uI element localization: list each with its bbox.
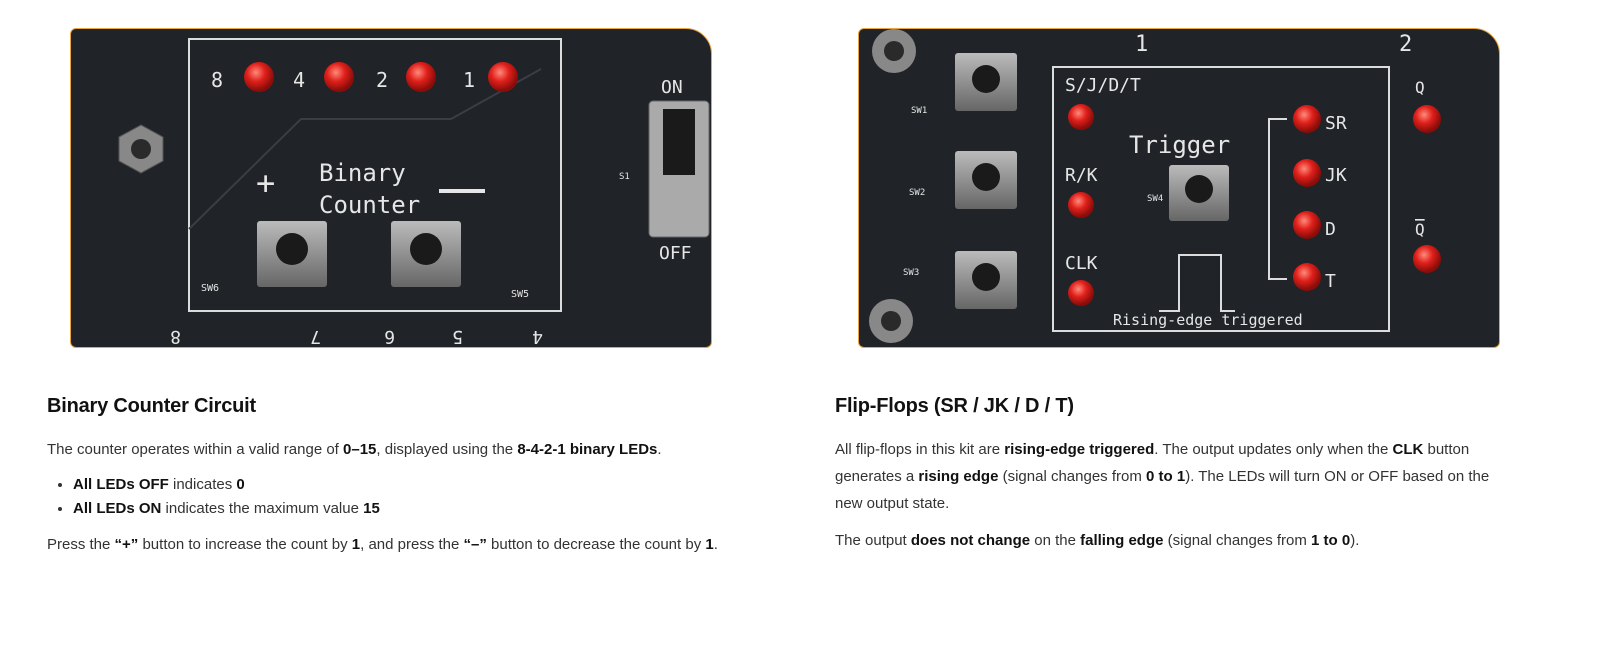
text: indicates (168, 476, 237, 493)
text: ). The LEDs will turn ON or OFF based on… (835, 468, 1490, 512)
led-label-4: 4 (293, 68, 305, 92)
binary-counter-board-photo: 8 4 2 1 + Binary Counter SW6 SW5 ON S1 O… (70, 28, 712, 348)
edge-number: 6 (384, 326, 395, 347)
text: button to increase the count by (138, 536, 352, 553)
range-value: 0–15 (343, 441, 377, 458)
list-item: All LEDs OFF indicates 0 (73, 473, 747, 497)
text: Press the (47, 536, 115, 553)
text: button to decrease the count by (486, 536, 706, 553)
led-label-1: 1 (463, 68, 475, 92)
output-label-d: D (1325, 219, 1336, 240)
button-usage-text: Press the “+” button to increase the cou… (47, 531, 727, 558)
list-item: All LEDs ON indicates the maximum value … (73, 497, 747, 521)
led-state-list: All LEDs OFF indicates 0 All LEDs ON ind… (47, 473, 747, 521)
switch-id-label: S1 (619, 172, 630, 182)
text: . The output updates only when the (1154, 441, 1393, 458)
q-bar-label: Q (1415, 220, 1425, 239)
switch-on-label: ON (661, 77, 683, 98)
input-label-sjdt: S/J/D/T (1065, 75, 1141, 96)
text: , displayed using the (376, 441, 518, 458)
text: The counter operates within a valid rang… (47, 441, 344, 458)
sw5-label: SW5 (511, 289, 529, 300)
sw4-label: SW4 (1147, 194, 1163, 204)
board-title-line1: Binary (319, 159, 406, 187)
input-label-rk: R/K (1065, 165, 1098, 186)
binary-counter-intro: The counter operates within a valid rang… (47, 436, 747, 463)
plus-button (257, 221, 327, 287)
edge-number: 4 (532, 326, 543, 347)
output-label-jk: JK (1325, 165, 1347, 186)
q-label: Q (1415, 78, 1425, 97)
term: CLK (1392, 441, 1424, 458)
falling-edge-text: The output does not change on the fallin… (835, 527, 1515, 554)
sw3-label: SW3 (903, 268, 919, 278)
flip-flops-intro: All flip-flops in this kit are rising-ed… (835, 436, 1515, 517)
input-buttons (955, 53, 1229, 309)
term: does not change (910, 532, 1031, 549)
column-label-1: 1 (1135, 32, 1148, 57)
text: The output (835, 532, 911, 549)
flip-flop-board-photo: 1 2 SW1 SW2 SW3 SW4 S/J/D/T R/K CLK Trig… (858, 28, 1500, 348)
plus-label: + (256, 164, 275, 202)
text: . (657, 441, 662, 458)
input-label-clk: CLK (1065, 253, 1098, 274)
flip-flops-section: Flip-Flops (SR / JK / D / T) All flip-fl… (835, 395, 1515, 564)
binary-counter-heading: Binary Counter Circuit (47, 395, 256, 417)
column-label-2: 2 (1399, 32, 1412, 57)
term: rising-edge triggered (1004, 441, 1155, 458)
edge-number: 7 (310, 326, 321, 347)
sw1-label: SW1 (911, 106, 927, 116)
text: , and press the (360, 536, 464, 553)
binary-counter-section: Binary Counter Circuit The counter opera… (47, 395, 747, 568)
term: falling edge (1080, 532, 1164, 549)
text: indicates the maximum value (161, 500, 364, 517)
bullet-value: 0 (236, 476, 245, 493)
binary-leds-term: 8-4-2-1 binary LEDs (517, 441, 658, 458)
minus-term: “–” (463, 536, 487, 553)
minus-label (439, 189, 485, 193)
rising-edge-waveform (1159, 254, 1235, 312)
text: ). (1350, 532, 1360, 549)
value: 1 (351, 536, 361, 553)
trigger-label: Trigger (1129, 131, 1230, 159)
minus-button (391, 221, 461, 287)
text: . (713, 536, 718, 553)
text: on the (1030, 532, 1081, 549)
bullet-term: All LEDs OFF (73, 476, 169, 493)
flip-flops-heading: Flip-Flops (SR / JK / D / T) (835, 395, 1074, 417)
term: rising edge (918, 468, 999, 485)
switch-off-label: OFF (659, 243, 692, 264)
value: 1 (705, 536, 714, 553)
rising-edge-caption: Rising-edge triggered (1113, 311, 1303, 329)
output-label-t: T (1325, 271, 1336, 292)
board-title-line2: Counter (319, 191, 420, 219)
text: All flip-flops in this kit are (835, 441, 1005, 458)
led-row: 8 4 2 1 (211, 62, 518, 92)
text: button generates a (835, 441, 1470, 485)
text: (signal changes from (1163, 532, 1312, 549)
bullet-value: 15 (363, 500, 380, 517)
output-label-sr: SR (1325, 113, 1347, 134)
edge-number: 8 (170, 326, 181, 347)
edge-number: 5 (452, 326, 463, 347)
led-label-8: 8 (211, 68, 223, 92)
term: 0 to 1 (1146, 468, 1186, 485)
sw6-label: SW6 (201, 283, 219, 294)
term: 1 to 0 (1311, 532, 1351, 549)
led-label-2: 2 (376, 68, 388, 92)
text: (signal changes from (998, 468, 1147, 485)
bullet-term: All LEDs ON (73, 500, 162, 517)
plus-term: “+” (114, 536, 139, 553)
sw2-label: SW2 (909, 188, 925, 198)
